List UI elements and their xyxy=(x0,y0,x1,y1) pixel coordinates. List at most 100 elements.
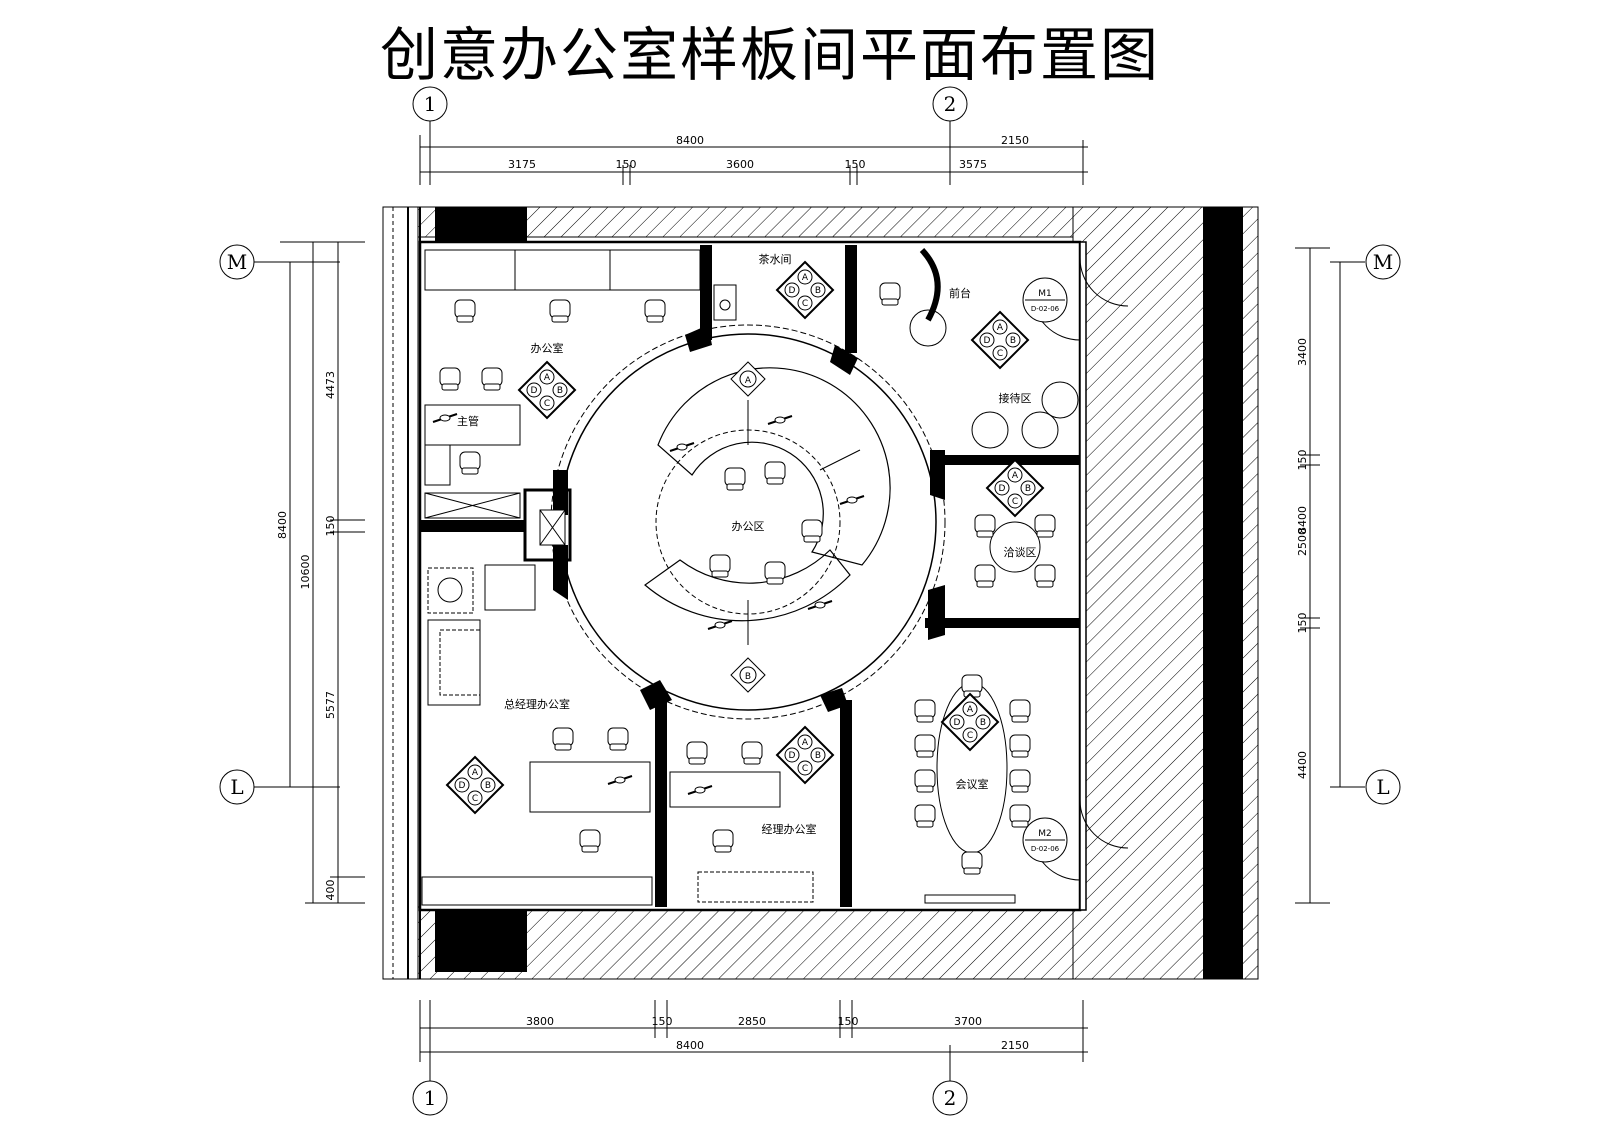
elevation-marker-4-b: B xyxy=(1025,484,1031,494)
elevation-marker-5-b: B xyxy=(980,718,986,728)
dim-right-seg-4: 150 xyxy=(1296,613,1309,634)
elevation-marker-1-c: C xyxy=(544,399,550,409)
axis-label-m-left: M xyxy=(227,250,247,274)
axis-label-2-top: 2 xyxy=(944,92,957,116)
dim-bottom-seg-3: 2850 xyxy=(738,1015,766,1028)
elevation-marker-7-c: C xyxy=(472,794,478,804)
axis-label-1-top: 1 xyxy=(424,92,437,116)
axis-label-l-left: L xyxy=(230,775,243,799)
elevation-marker-7-b: B xyxy=(485,781,491,791)
room-gm-office: 总经理办公室 xyxy=(504,697,570,711)
axis-label-1-bottom: 1 xyxy=(424,1086,437,1110)
door-tag-m2-label: M2 xyxy=(1038,829,1052,839)
dim-right-seg-5: 4400 xyxy=(1296,751,1309,779)
elevation-marker-6-b: B xyxy=(815,751,821,761)
axis-bubble-m-right: M xyxy=(1365,244,1401,280)
elevation-marker-1-a: A xyxy=(544,373,551,383)
dim-top-seg-5: 3575 xyxy=(959,158,987,171)
circle-pillars xyxy=(553,325,945,712)
room-office: 办公室 xyxy=(531,341,564,355)
elevation-marker-5-d: D xyxy=(954,718,961,728)
elevation-marker-work-a: A xyxy=(730,361,766,397)
elevation-marker-4-d: D xyxy=(999,484,1006,494)
elevation-marker-3-b: B xyxy=(1010,336,1016,346)
dim-bottom-right: 2150 xyxy=(1001,1039,1029,1052)
dim-bottom-seg-4: 150 xyxy=(838,1015,859,1028)
dimension-lines xyxy=(280,118,1365,1088)
elevation-marker-work-b-label: B xyxy=(745,672,751,682)
elevation-marker-7-a: A xyxy=(472,768,479,778)
dim-bottom-seg-2: 150 xyxy=(652,1015,673,1028)
dim-right-seg-1: 3400 xyxy=(1296,338,1309,366)
elevation-marker-3-c: C xyxy=(997,349,1003,359)
dim-left-mid: 8400 xyxy=(276,511,289,539)
dim-left-outer: 10600 xyxy=(299,555,312,590)
elevation-marker-4-a: A xyxy=(1012,471,1019,481)
dim-bottom-seg-1: 3800 xyxy=(526,1015,554,1028)
dim-top-seg-1: 3175 xyxy=(508,158,536,171)
dim-top-seg-3: 3600 xyxy=(726,158,754,171)
dim-bottom-total: 8400 xyxy=(676,1039,704,1052)
room-discussion: 洽谈区 xyxy=(1004,546,1037,559)
elevation-marker-2-b: B xyxy=(815,286,821,296)
elevation-marker-2-a: A xyxy=(802,273,809,283)
dim-right-total: 8400 xyxy=(1296,506,1309,534)
dim-top-seg-4: 150 xyxy=(845,158,866,171)
dim-bottom-seg-5: 3700 xyxy=(954,1015,982,1028)
room-meeting: 会议室 xyxy=(956,777,989,791)
axis-bubble-2-bottom: 2 xyxy=(932,1080,968,1116)
axis-label-m-right: M xyxy=(1373,250,1393,274)
elevation-marker-1-d: D xyxy=(531,386,538,396)
door-tag-m1-label: M1 xyxy=(1038,289,1052,299)
dim-top-right: 2150 xyxy=(1001,134,1029,147)
axis-bubble-1-bottom: 1 xyxy=(412,1080,448,1116)
room-pantry: 茶水间 xyxy=(759,253,792,266)
elevation-marker-work-b: B xyxy=(730,657,766,693)
dim-left-seg-4: 400 xyxy=(324,880,337,901)
elevation-marker-5-a: A xyxy=(967,705,974,715)
room-reception: 前台 xyxy=(949,286,971,300)
elevation-marker-work-a-label: A xyxy=(745,376,752,386)
elevation-marker-6-d: D xyxy=(789,751,796,761)
dim-right-seg-2: 150 xyxy=(1296,450,1309,471)
axis-bubble-l-left: L xyxy=(219,769,290,805)
axis-label-2-bottom: 2 xyxy=(944,1086,957,1110)
axis-label-l-right: L xyxy=(1376,775,1389,799)
axis-bubble-l-right: L xyxy=(1365,769,1401,805)
elevation-marker-2-d: D xyxy=(789,286,796,296)
dim-top-total: 8400 xyxy=(676,134,704,147)
room-manager-office: 经理办公室 xyxy=(762,822,817,836)
room-work-area: 办公区 xyxy=(732,520,765,533)
elevation-marker-7-d: D xyxy=(459,781,466,791)
drawing-title: 创意办公室样板间平面布置图 xyxy=(379,21,1160,89)
elevation-marker-4-c: C xyxy=(1012,497,1018,507)
axis-bubble-2-top: 2 xyxy=(932,86,968,122)
elevation-marker-6-c: C xyxy=(802,764,808,774)
room-reception-area: 接待区 xyxy=(999,391,1032,405)
door-tag-m1: M1 D-02-06 xyxy=(1022,277,1068,323)
door-tag-m2: M2 D-02-06 xyxy=(1022,817,1068,863)
elevation-marker-3-d: D xyxy=(984,336,991,346)
dim-right-seg-3: 2500 xyxy=(1296,528,1309,556)
door-tag-m1-ref: D-02-06 xyxy=(1031,305,1060,313)
elevation-marker-1-b: B xyxy=(557,386,563,396)
room-labels: 办公室 主管 茶水间 前台 接待区 办公区 洽谈区 总经理办公室 经理办公室 会… xyxy=(457,253,1037,836)
door-tag-m2-ref: D-02-06 xyxy=(1031,845,1060,853)
elevation-marker-5-c: C xyxy=(967,731,973,741)
axis-bubble-1-top: 1 xyxy=(412,86,448,122)
room-supervisor: 主管 xyxy=(457,414,479,428)
elevation-marker-2-c: C xyxy=(802,299,808,309)
elevation-marker-3-a: A xyxy=(997,323,1004,333)
elevation-marker-6-a: A xyxy=(802,738,809,748)
dim-left-seg-1: 4473 xyxy=(324,371,337,399)
dim-left-seg-2: 150 xyxy=(324,516,337,537)
dim-top-seg-2: 150 xyxy=(616,158,637,171)
